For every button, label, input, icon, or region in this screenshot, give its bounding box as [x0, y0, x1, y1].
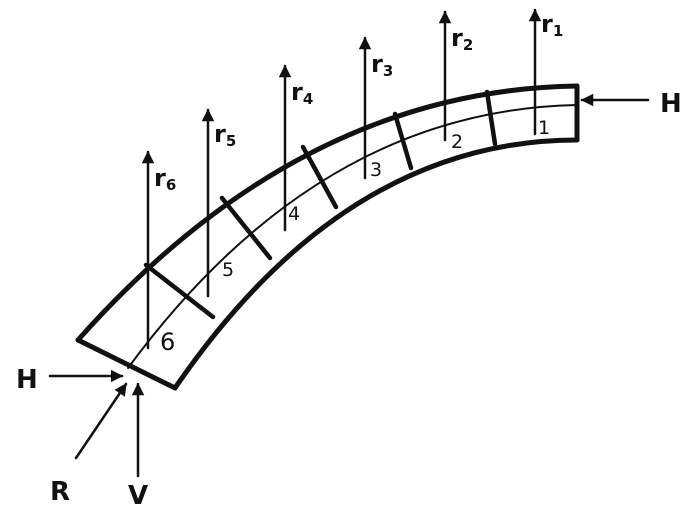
springing-thrust-label: H: [16, 365, 38, 395]
load-label-5: r5: [214, 120, 236, 150]
joint-5-6: [143, 262, 216, 320]
voussoir-number-5: 5: [222, 259, 234, 281]
voussoir-number-6: 6: [160, 328, 175, 356]
load-label-2: r2: [451, 24, 473, 54]
crown-thrust-label: H: [660, 89, 682, 119]
extrados-curve: [75, 83, 580, 343]
arch-ring: [75, 83, 580, 391]
load-label-6: r6: [154, 164, 176, 194]
load-label-3: r3: [371, 50, 393, 80]
voussoir-number-3: 3: [370, 159, 382, 181]
springing-forces: H R V: [16, 365, 148, 511]
springing-face: [75, 337, 178, 391]
voussoir-number-4: 4: [288, 203, 300, 225]
voussoir-number-1: 1: [538, 117, 550, 139]
vertical-loads: [141, 8, 542, 350]
joint-2-3: [392, 111, 414, 171]
joint-3-4: [300, 144, 339, 210]
joint-1-2: [484, 89, 498, 147]
load-labels: r1 r2 r3 r4 r5 r6: [154, 10, 563, 194]
resultant-label: R: [50, 477, 70, 507]
load-label-1: r1: [541, 10, 563, 40]
joint-4-5: [219, 195, 273, 261]
voussoir-joints: [143, 89, 498, 320]
resultant-arrow: [74, 382, 128, 460]
crown-thrust: H: [580, 89, 682, 119]
intrados-curve: [172, 137, 580, 391]
line-of-thrust: [127, 104, 578, 369]
voussoir-numbers: 1 2 3 4 5 6: [160, 117, 550, 356]
load-label-4: r4: [291, 78, 313, 108]
voussoir-number-2: 2: [451, 131, 463, 153]
vertical-reaction-label: V: [128, 481, 148, 511]
